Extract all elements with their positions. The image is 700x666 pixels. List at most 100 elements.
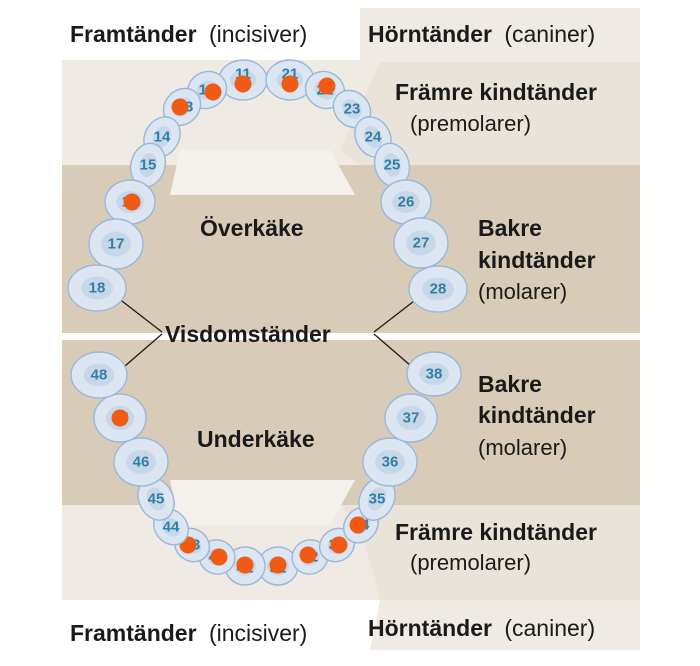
- tooth-number-14: 14: [154, 129, 171, 146]
- tooth-number-44: 44: [163, 519, 180, 536]
- tooth-groove-35: [367, 487, 387, 511]
- tooth-number-28: 28: [430, 281, 447, 298]
- marker-dot-32: [299, 546, 317, 564]
- tooth-number-48: 48: [91, 367, 108, 384]
- tooth-groove-28: [422, 277, 454, 301]
- marker-dot-16: [123, 193, 141, 211]
- tooth-18: 18: [67, 264, 127, 312]
- label-molars-lower-1: Bakre: [478, 371, 542, 397]
- tooth-number-23: 23: [344, 101, 361, 118]
- tooth-36: 36: [362, 437, 418, 487]
- tooth-21: 21: [265, 59, 315, 101]
- marker-dot-22: [318, 77, 336, 95]
- label-molars-lower-2: kindtänder: [478, 402, 596, 428]
- label-canines-lower-bold: Hörntänder: [368, 615, 492, 641]
- tooth-groove-48: [83, 363, 115, 387]
- palate-lower-area: [170, 480, 355, 525]
- tooth-number-18: 18: [89, 280, 106, 297]
- tooth-groove-24: [363, 126, 383, 148]
- label-molars-upper-1: Bakre: [478, 215, 542, 241]
- band-canine-lower: [370, 600, 640, 650]
- tooth-groove-26: [392, 191, 420, 213]
- marker-dot-13: [171, 98, 189, 116]
- tooth-number-36: 36: [382, 454, 399, 471]
- tooth-31: 31: [257, 546, 299, 586]
- tooth-48: 48: [70, 351, 128, 399]
- tooth-number-27: 27: [413, 235, 430, 252]
- tooth-43: 43: [173, 527, 211, 563]
- tooth-groove-46: [126, 450, 156, 474]
- tooth-groove-17: [101, 231, 131, 257]
- label-molars-lower-sub: (molarer): [478, 435, 567, 460]
- palate-upper-area: [170, 150, 355, 195]
- tooth-16: 16: [104, 179, 156, 225]
- tooth-25: 25: [373, 142, 411, 188]
- tooth-number-15: 15: [140, 157, 157, 174]
- tooth-groove-44: [161, 517, 181, 537]
- tooth-groove-15: [139, 153, 157, 177]
- tooth-number-17: 17: [108, 236, 125, 253]
- tooth-groove-27: [406, 230, 436, 256]
- label-lower-jaw: Underkäke: [197, 426, 315, 452]
- label-canines-lower: Hörntänder (caniner): [368, 615, 595, 641]
- tooth-47: 47: [93, 393, 147, 443]
- tooth-38: 38: [406, 351, 462, 397]
- tooth-groove-45: [146, 487, 166, 511]
- tooth-groove-25: [383, 153, 401, 177]
- label-canines-upper-bold: Hörntänder: [368, 21, 492, 47]
- tooth-23: 23: [332, 89, 372, 129]
- label-wisdom-teeth: Visdomständer: [165, 321, 331, 347]
- tooth-17: 17: [88, 218, 144, 270]
- tooth-46: 46: [113, 437, 169, 487]
- tooth-27: 27: [393, 217, 449, 269]
- tooth-35: 35: [358, 477, 396, 521]
- band-premolar-upper: [340, 62, 640, 165]
- label-incisors-upper-normal: (incisiver): [209, 21, 307, 47]
- tooth-number-35: 35: [369, 491, 386, 508]
- marker-dot-41: [236, 556, 254, 574]
- marker-dot-33: [330, 536, 348, 554]
- tooth-37: 37: [384, 393, 438, 443]
- label-upper-jaw: Överkäke: [200, 215, 304, 241]
- label-molars-upper-sub: (molarer): [478, 279, 567, 304]
- tooth-groove-14: [152, 126, 172, 148]
- tooth-11: 11: [218, 59, 268, 101]
- label-premolars-lower: Främre kindtänder: [395, 519, 597, 545]
- marker-dot-21: [281, 75, 299, 93]
- label-canines-upper-normal: (caniner): [504, 21, 595, 47]
- tooth-groove-18: [81, 276, 113, 300]
- tooth-groove-23: [342, 99, 362, 119]
- tooth-groove-38: [419, 363, 449, 385]
- band-canine-upper: [360, 8, 640, 62]
- marker-dot-12: [204, 83, 222, 101]
- tooth-groove-36: [375, 450, 405, 474]
- tooth-26: 26: [380, 179, 432, 225]
- label-molars-upper-2: kindtänder: [478, 247, 596, 273]
- tooth-number-37: 37: [403, 410, 420, 427]
- teeth-layer: 1112131415161718212223242526272831323334…: [67, 59, 468, 586]
- marker-dot-11: [234, 75, 252, 93]
- label-incisors-upper: Framtänder (incisiver): [70, 21, 307, 47]
- tooth-28: 28: [408, 265, 468, 313]
- tooth-number-46: 46: [133, 454, 150, 471]
- tooth-number-26: 26: [398, 194, 415, 211]
- tooth-groove-37: [396, 406, 426, 430]
- marker-dot-31: [269, 556, 287, 574]
- label-premolars-upper-sub: (premolarer): [410, 111, 531, 136]
- tooth-number-38: 38: [426, 366, 443, 383]
- tooth-number-45: 45: [148, 491, 165, 508]
- marker-dot-42: [210, 548, 228, 566]
- label-canines-lower-normal: (caniner): [504, 615, 595, 641]
- label-premolars-upper: Främre kindtänder: [395, 79, 597, 105]
- marker-dot-34: [349, 516, 367, 534]
- label-premolars-lower-sub: (premolarer): [410, 550, 531, 575]
- label-incisors-lower: Framtänder (incisiver): [70, 620, 307, 646]
- tooth-13: 13: [162, 87, 202, 127]
- leader-line-18: [117, 297, 163, 333]
- labels: Framtänder (incisiver) Hörntänder (canin…: [70, 21, 597, 646]
- label-incisors-lower-bold: Framtänder: [70, 620, 197, 646]
- label-incisors-lower-normal: (incisiver): [209, 620, 307, 646]
- label-incisors-upper-bold: Framtänder: [70, 21, 197, 47]
